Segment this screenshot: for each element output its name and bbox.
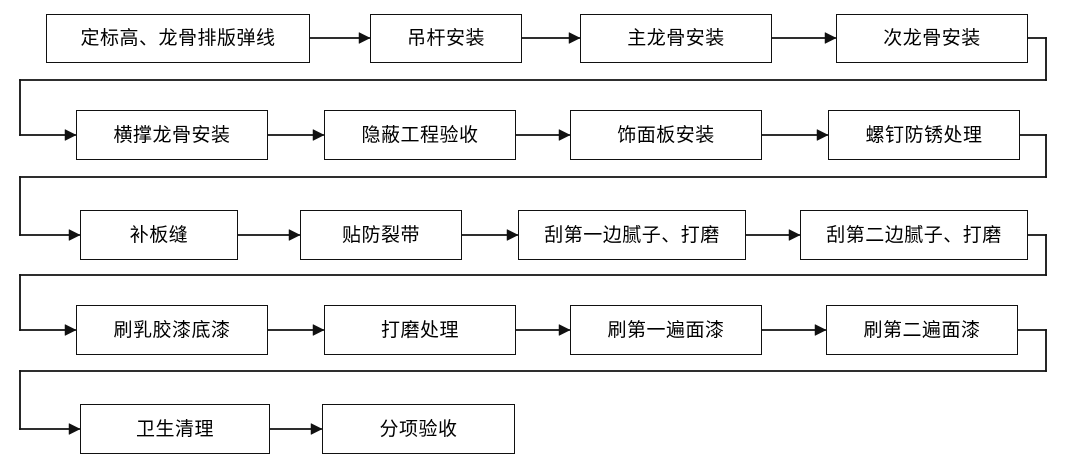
process-node[interactable]: 刮第一边腻子、打磨 — [518, 210, 746, 260]
arrow-head — [568, 32, 581, 44]
process-node[interactable]: 打磨处理 — [324, 305, 516, 355]
process-node-label: 饰面板安装 — [617, 124, 715, 146]
process-node[interactable]: 贴防裂带 — [300, 210, 462, 260]
process-node-label: 刮第二边腻子、打磨 — [826, 224, 1002, 246]
process-node[interactable]: 刮第二边腻子、打磨 — [800, 210, 1028, 260]
arrow-head — [64, 324, 77, 336]
process-node[interactable]: 刷第二遍面漆 — [826, 305, 1018, 355]
process-node-label: 分项验收 — [379, 418, 458, 440]
process-node[interactable]: 饰面板安装 — [570, 110, 762, 160]
process-node[interactable]: 次龙骨安装 — [836, 14, 1028, 63]
process-node-label: 刷乳胶漆底漆 — [113, 319, 231, 341]
process-node[interactable]: 隐蔽工程验收 — [324, 110, 516, 160]
arrow-head — [788, 229, 801, 241]
process-node[interactable]: 刷乳胶漆底漆 — [76, 305, 268, 355]
process-node[interactable]: 横撑龙骨安装 — [76, 110, 268, 160]
arrow-head — [506, 229, 519, 241]
process-node-label: 螺钉防锈处理 — [865, 124, 983, 146]
arrow-head — [814, 324, 827, 336]
process-node-label: 隐蔽工程验收 — [361, 124, 479, 146]
process-node[interactable]: 卫生清理 — [80, 404, 270, 454]
arrow-head — [68, 423, 81, 435]
process-node-label: 刷第二遍面漆 — [863, 319, 981, 341]
process-node-label: 贴防裂带 — [341, 224, 420, 246]
arrow-head — [558, 324, 571, 336]
process-node-label: 吊杆安装 — [406, 28, 485, 49]
process-node-label: 定标高、龙骨排版弹线 — [80, 28, 276, 49]
process-node[interactable]: 补板缝 — [80, 210, 238, 260]
arrow-head — [68, 229, 81, 241]
arrow-head — [64, 129, 77, 141]
process-node-label: 刷第一遍面漆 — [607, 319, 725, 341]
process-node[interactable]: 主龙骨安装 — [580, 14, 772, 63]
process-node-label: 补板缝 — [129, 224, 189, 246]
process-node-label: 打磨处理 — [380, 319, 459, 341]
process-node[interactable]: 吊杆安装 — [370, 14, 522, 63]
process-node-label: 主龙骨安装 — [627, 28, 725, 49]
process-node-label: 横撑龙骨安装 — [113, 124, 231, 146]
arrow-head — [816, 129, 829, 141]
process-node-label: 卫生清理 — [135, 418, 214, 440]
arrow-head — [358, 32, 371, 44]
arrow-head — [312, 129, 325, 141]
process-node[interactable]: 螺钉防锈处理 — [828, 110, 1020, 160]
process-node-label: 次龙骨安装 — [883, 28, 981, 49]
arrow-head — [558, 129, 571, 141]
process-node[interactable]: 分项验收 — [322, 404, 515, 454]
process-node[interactable]: 定标高、龙骨排版弹线 — [46, 14, 310, 63]
arrow-head — [310, 423, 323, 435]
arrow-head — [288, 229, 301, 241]
process-node-label: 刮第一边腻子、打磨 — [544, 224, 720, 246]
arrow-head — [312, 324, 325, 336]
process-node[interactable]: 刷第一遍面漆 — [570, 305, 762, 355]
arrow-head — [824, 32, 837, 44]
